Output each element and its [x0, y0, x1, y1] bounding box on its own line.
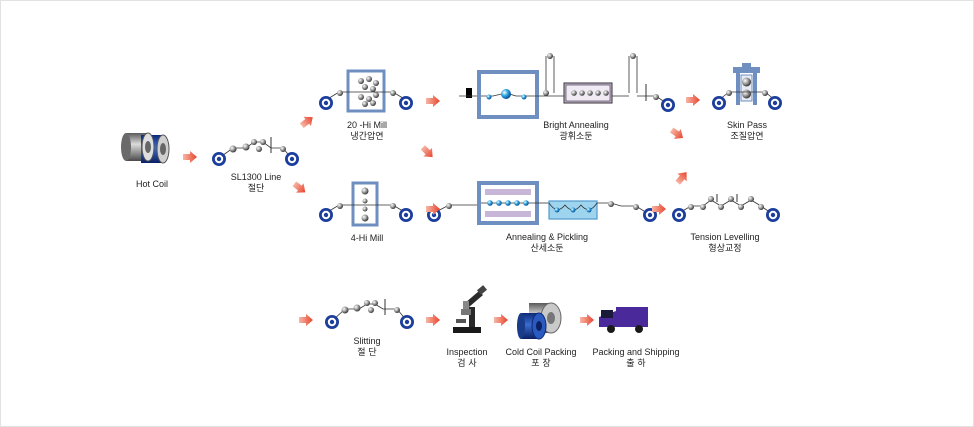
hi4-mill-label: 4-Hi Mill	[351, 232, 384, 244]
hot-coil-label: Hot Coil	[136, 178, 168, 190]
arrow-down-right-icon	[290, 179, 310, 198]
arrow-up-right-icon	[298, 112, 317, 131]
microscope-icon	[453, 285, 487, 333]
arrow-right-icon	[580, 314, 594, 326]
slitting-ko: 절 단	[357, 348, 377, 358]
slitting-label: Slitting 절 단	[353, 335, 380, 359]
skin-pass-en: Skin Pass	[726, 120, 768, 130]
flow-arrows	[183, 94, 700, 326]
hi20-mill-ko: 냉간압연	[350, 132, 384, 142]
arrow-up-right-icon	[673, 168, 692, 187]
sl1300-line-icon	[212, 137, 299, 166]
shipping-ko: 출 하	[626, 359, 646, 369]
cold-coil-packing-ko: 포 장	[531, 359, 551, 369]
truck-icon	[599, 307, 648, 333]
hot-coil-en: Hot Coil	[135, 179, 169, 189]
annealing-pickling-label: Annealing & Pickling 산세소둔	[506, 231, 588, 255]
tension-levelling-ko: 형상교정	[708, 244, 742, 254]
slitting-icon	[325, 299, 414, 329]
hi20-mill-label: 20 -Hi Mill 냉간압연	[347, 119, 387, 143]
cold-coil-packing-en: Cold Coil Packing	[505, 347, 577, 357]
hot-coil-icon	[121, 132, 170, 164]
arrow-down-right-icon	[418, 143, 437, 162]
slitting-en: Slitting	[353, 336, 381, 346]
tension-levelling-label: Tension Levelling 형상교정	[690, 231, 759, 255]
bright-annealing-icon	[459, 53, 675, 119]
annealing-pickling-icon	[427, 181, 657, 225]
arrow-right-icon	[494, 314, 508, 326]
arrow-down-right-icon	[668, 125, 687, 143]
bright-annealing-ko: 광휘소둔	[559, 132, 593, 142]
skin-pass-ko: 조질압연	[730, 132, 764, 142]
hi20-mill-en: 20 -Hi Mill	[346, 120, 388, 130]
skin-pass-icon	[712, 63, 782, 110]
annealing-pickling-ko: 산세소둔	[530, 244, 564, 254]
skin-pass-label: Skin Pass 조질압연	[727, 119, 767, 143]
arrow-right-icon	[426, 95, 440, 107]
inspection-label: Inspection 검 사	[446, 346, 487, 370]
arrow-right-icon	[299, 314, 313, 326]
tension-levelling-icon	[672, 194, 780, 222]
shipping-en: Packing and Shipping	[592, 347, 680, 357]
shipping-label: Packing and Shipping 출 하	[592, 346, 679, 370]
bright-annealing-en: Bright Annealing	[543, 120, 609, 130]
cold-coil-packing-label: Cold Coil Packing 포 장	[505, 346, 576, 370]
sl1300-ko: 절단	[247, 184, 265, 194]
annealing-pickling-en: Annealing & Pickling	[505, 232, 589, 242]
arrow-right-icon	[183, 151, 197, 163]
arrow-right-icon	[426, 314, 440, 326]
inspection-ko: 검 사	[457, 359, 477, 369]
four-hi-mill-icon	[319, 181, 413, 227]
twenty-hi-mill-icon	[319, 69, 413, 113]
cold-coil-packing-icon	[517, 302, 562, 340]
bright-annealing-label: Bright Annealing 광휘소둔	[543, 119, 609, 143]
sl1300-en: SL1300 Line	[230, 172, 282, 182]
inspection-en: Inspection	[446, 347, 488, 357]
hi4-mill-en: 4-Hi Mill	[350, 233, 384, 243]
sl1300-label: SL1300 Line 절단	[231, 171, 282, 195]
tension-levelling-en: Tension Levelling	[690, 232, 760, 242]
arrow-right-icon	[686, 94, 700, 106]
